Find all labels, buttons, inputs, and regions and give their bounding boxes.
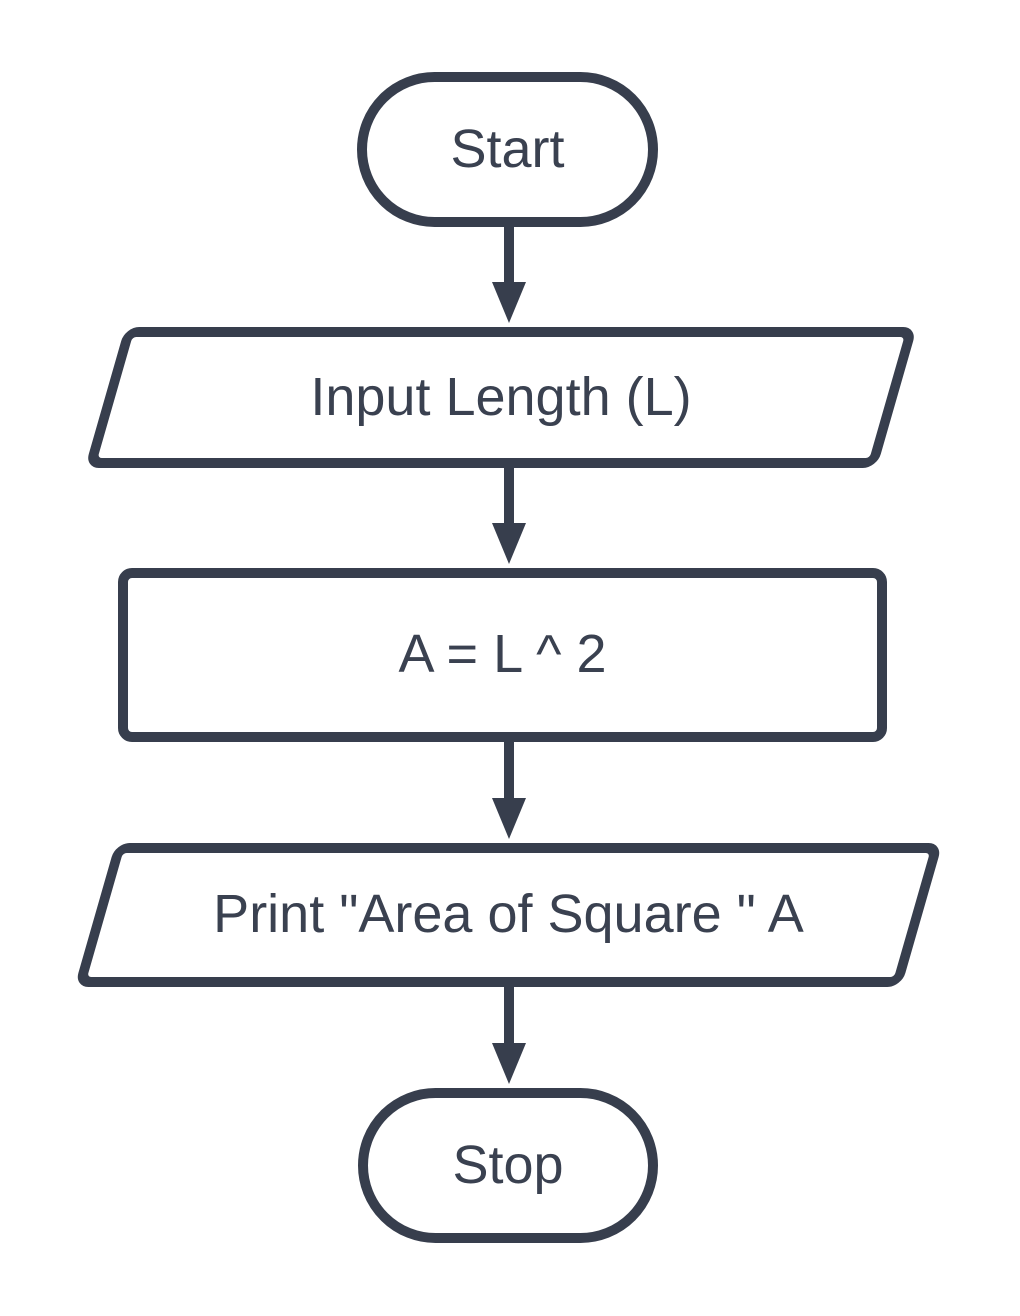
process-rectangle-node: A = L ^ 2 — [118, 568, 887, 742]
flow-arrow-process-to-output — [492, 741, 526, 839]
stop-label: Stop — [452, 1134, 564, 1195]
flow-arrow-output-to-stop — [492, 986, 526, 1084]
output-label: Print "Area of Square " A — [213, 884, 804, 945]
io-parallelogram-output-node: Print "Area of Square " A — [74, 843, 943, 987]
terminator-start-node: Start — [357, 72, 658, 227]
flow-arrow-input-to-process — [492, 466, 526, 564]
process-label: A = L ^ 2 — [398, 624, 607, 685]
flow-arrow-start-to-input — [492, 225, 526, 323]
start-label: Start — [450, 118, 565, 179]
io-parallelogram-input-node: Input Length (L) — [84, 327, 918, 468]
terminator-stop-node: Stop — [358, 1088, 658, 1243]
input-label: Input Length (L) — [310, 366, 692, 427]
